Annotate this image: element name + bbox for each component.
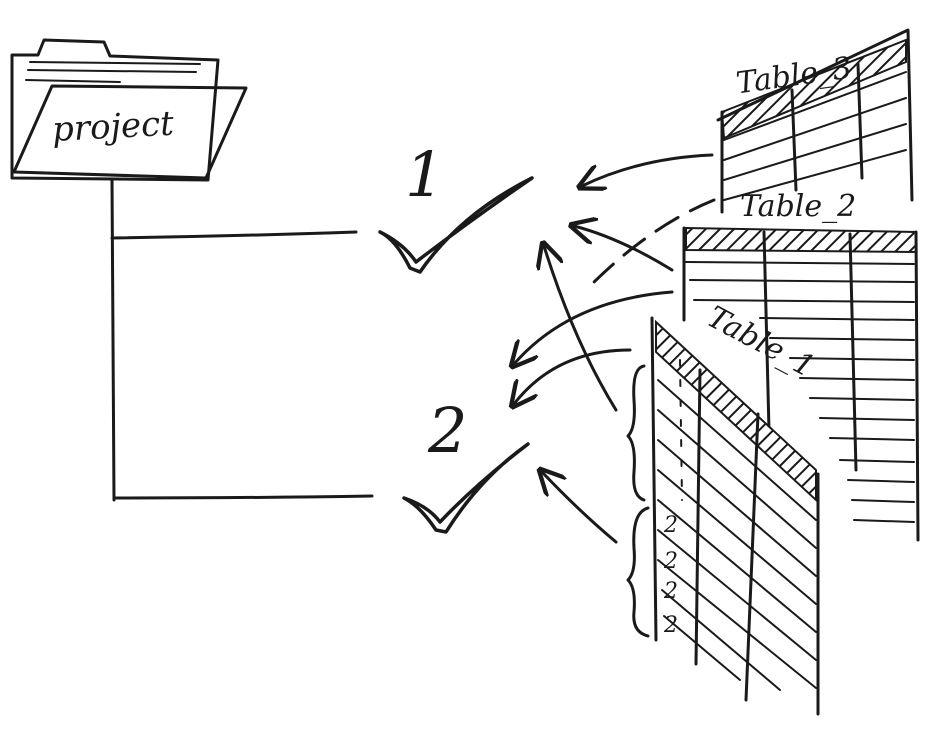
arrow <box>582 155 712 186</box>
brace <box>628 366 644 500</box>
tree-connector <box>112 180 372 500</box>
table-2-title: Table_2 <box>740 189 856 224</box>
table-1: Table_1 2 2 2 2 <box>628 299 820 714</box>
check-2-number: 2 <box>427 394 467 467</box>
table-1-row-mark: 2 <box>663 613 678 638</box>
table-1-row-mark: 2 <box>663 513 678 538</box>
checkmark-1: 1 <box>380 138 532 272</box>
arrow <box>574 226 672 270</box>
folder-label: project <box>51 104 175 150</box>
arrow <box>514 350 630 404</box>
brace <box>628 508 648 636</box>
folder-icon: project <box>12 40 246 180</box>
table-3: Table_3 <box>718 30 912 212</box>
table-1-row-mark: 2 <box>663 579 678 604</box>
arrow <box>542 472 616 542</box>
table-1-row-mark: 2 <box>663 549 678 574</box>
check-icon <box>380 178 532 272</box>
checkmark-2: 2 <box>404 394 528 532</box>
check-1-number: 1 <box>405 138 444 211</box>
table-1-title: Table_1 <box>701 299 820 384</box>
